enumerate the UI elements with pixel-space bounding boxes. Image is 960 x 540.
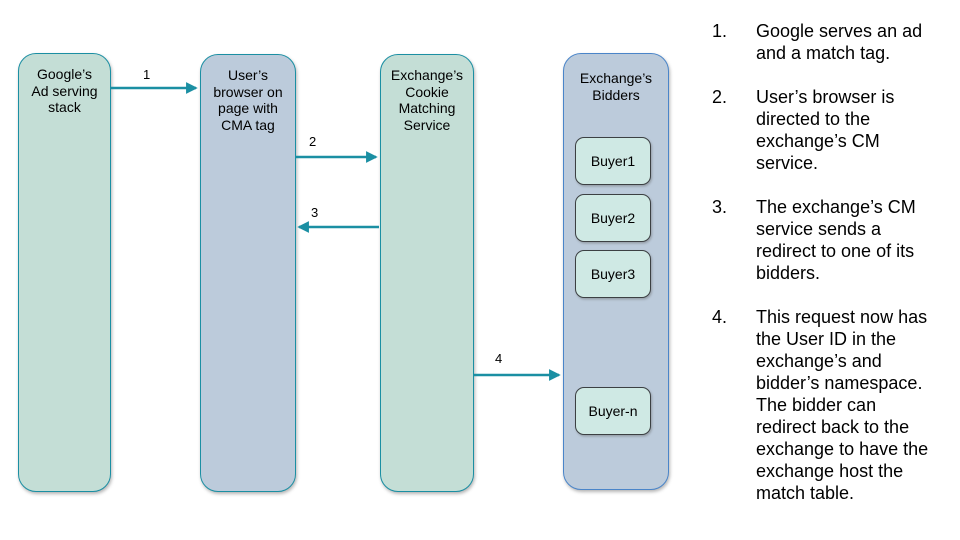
step-2-text: User’s browser is directed to the exchan… xyxy=(756,87,895,173)
step-1-number: 1. xyxy=(712,21,728,41)
arrow-2-label: 2 xyxy=(309,134,317,149)
buyer-box-3-label: Buyer3 xyxy=(590,266,636,282)
step-item-2: 2. User’s browser is directed to the exc… xyxy=(712,86,958,174)
node-user-browser: User’s browser on page with CMA tag xyxy=(200,54,296,492)
buyer-box-3: Buyer3 xyxy=(575,250,651,298)
node-cookie-matching-service-label: Exchange’s Cookie Matching Service xyxy=(390,67,464,133)
buyer-box-1: Buyer1 xyxy=(575,137,651,185)
arrow-1-label: 1 xyxy=(143,67,151,82)
step-item-4: 4. This request now has the User ID in t… xyxy=(712,306,958,504)
step-1-text: Google serves an ad and a match tag. xyxy=(756,21,923,63)
buyer-box-2: Buyer2 xyxy=(575,194,651,242)
node-exchange-bidders: Exchange’s Bidders Buyer1 Buyer2 Buyer3 … xyxy=(563,53,669,490)
node-user-browser-label: User’s browser on page with CMA tag xyxy=(213,67,283,133)
step-item-1: 1. Google serves an ad and a match tag. xyxy=(712,20,958,64)
node-google-ad-stack: Google’s Ad serving stack xyxy=(18,53,111,492)
node-exchange-bidders-label: Exchange’s Bidders xyxy=(579,70,653,103)
arrow-3-label: 3 xyxy=(311,205,319,220)
node-google-ad-stack-label: Google’s Ad serving stack xyxy=(31,66,98,115)
buyer-box-1-label: Buyer1 xyxy=(590,153,636,169)
buyer-box-n-label: Buyer-n xyxy=(588,403,638,419)
step-4-number: 4. xyxy=(712,307,728,327)
buyer-box-2-label: Buyer2 xyxy=(590,210,636,226)
step-2-number: 2. xyxy=(712,87,728,107)
step-4-text: This request now has the User ID in the … xyxy=(756,307,929,503)
node-cookie-matching-service: Exchange’s Cookie Matching Service xyxy=(380,54,474,492)
buyer-box-n: Buyer-n xyxy=(575,387,651,435)
arrow-4-label: 4 xyxy=(495,351,503,366)
step-3-number: 3. xyxy=(712,197,728,217)
step-3-text: The exchange’s CM service sends a redire… xyxy=(756,197,916,283)
steps-list: 1. Google serves an ad and a match tag. … xyxy=(712,20,958,526)
step-item-3: 3. The exchange’s CM service sends a red… xyxy=(712,196,958,284)
